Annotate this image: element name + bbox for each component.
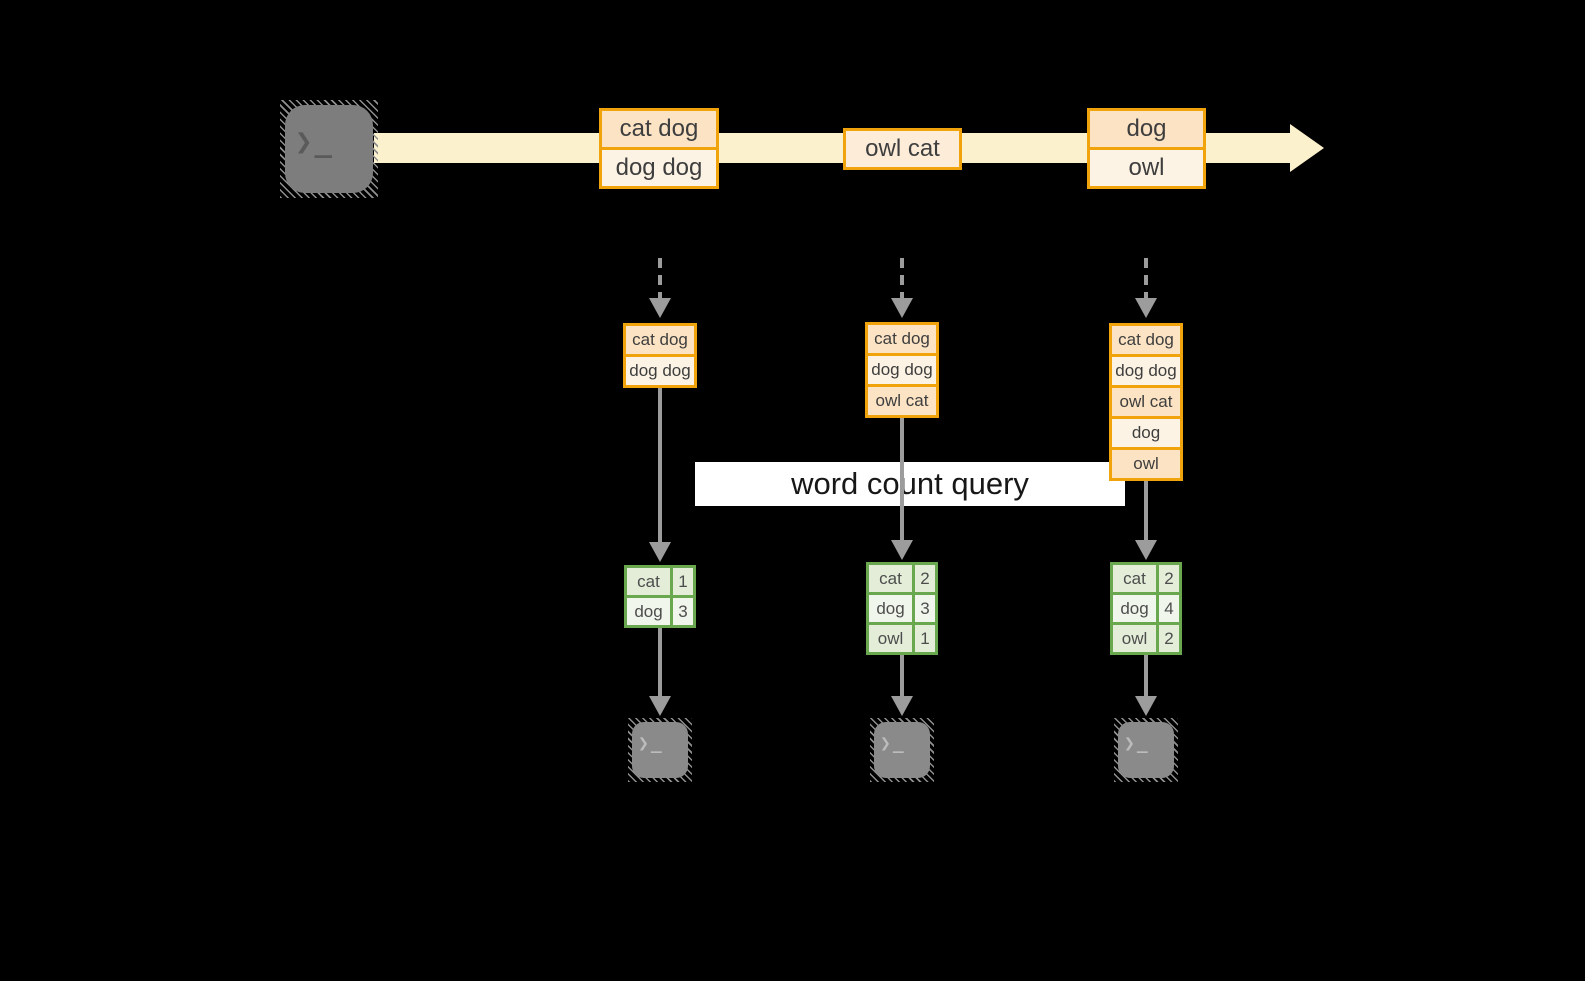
dashed-arrow <box>658 258 662 300</box>
terminal-prompt-icon: ❯_ <box>1124 733 1150 754</box>
count-cell: 2 <box>912 565 935 592</box>
count-cell: 3 <box>670 598 693 625</box>
source-terminal-icon: ❯_ <box>280 100 378 198</box>
count-cell: 1 <box>670 568 693 595</box>
stream-batch-1: cat dog dog dog <box>599 108 719 189</box>
dashed-arrow <box>900 258 904 300</box>
record: cat dog <box>868 325 936 353</box>
sink-terminal-icon: ❯_ <box>870 718 934 782</box>
input-stack-3: cat dog dog dog owl cat dog owl <box>1109 323 1183 481</box>
arrowhead-icon <box>891 540 913 560</box>
table-row: owl 2 <box>1113 622 1179 652</box>
word-cell: cat <box>627 568 670 595</box>
table-row: cat 2 <box>1113 565 1179 592</box>
arrow <box>900 418 904 540</box>
word-cell: cat <box>869 565 912 592</box>
count-cell: 2 <box>1156 625 1179 652</box>
word-cell: cat <box>1113 565 1156 592</box>
record: cat dog <box>626 326 694 354</box>
sink-terminal-icon: ❯_ <box>628 718 692 782</box>
arrowhead-icon <box>1135 696 1157 716</box>
terminal-prompt-icon: ❯_ <box>295 124 334 158</box>
query-label: word count query <box>695 462 1125 506</box>
table-row: dog 3 <box>627 595 693 625</box>
record: cat dog <box>1112 326 1180 354</box>
count-cell: 3 <box>912 595 935 622</box>
table-row: dog 3 <box>869 592 935 622</box>
word-cell: owl <box>869 625 912 652</box>
table-row: dog 4 <box>1113 592 1179 622</box>
arrow <box>1144 481 1148 540</box>
dashed-arrowhead-icon <box>891 298 913 318</box>
stream-batch-2: owl cat <box>843 128 962 170</box>
count-cell: 1 <box>912 625 935 652</box>
dashed-arrow <box>1144 258 1148 300</box>
word-cell: dog <box>869 595 912 622</box>
record: owl cat <box>846 131 959 167</box>
record: dog dog <box>602 147 716 186</box>
input-stack-1: cat dog dog dog <box>623 323 697 388</box>
dashed-arrowhead-icon <box>1135 298 1157 318</box>
stream-batch-3: dog owl <box>1087 108 1206 189</box>
word-count-table-2: cat 2 dog 3 owl 1 <box>866 562 938 655</box>
record: dog dog <box>868 353 936 384</box>
count-cell: 4 <box>1156 595 1179 622</box>
arrowhead-icon <box>649 696 671 716</box>
word-cell: dog <box>1113 595 1156 622</box>
dashed-arrowhead-icon <box>649 298 671 318</box>
arrow <box>1144 655 1148 696</box>
arrowhead-icon <box>891 696 913 716</box>
terminal-prompt-icon: ❯_ <box>880 733 906 754</box>
table-row: cat 2 <box>869 565 935 592</box>
arrowhead-icon <box>649 542 671 562</box>
stream-arrowhead-icon <box>1290 124 1324 172</box>
table-row: owl 1 <box>869 622 935 652</box>
terminal-body <box>285 105 373 193</box>
arrow <box>658 628 662 696</box>
terminal-body <box>632 722 688 778</box>
arrowhead-icon <box>1135 540 1157 560</box>
word-cell: owl <box>1113 625 1156 652</box>
terminal-body <box>1118 722 1174 778</box>
arrow <box>900 655 904 696</box>
record: dog <box>1090 111 1203 147</box>
record: owl cat <box>868 384 936 415</box>
table-row: cat 1 <box>627 568 693 595</box>
record: owl cat <box>1112 385 1180 416</box>
sink-terminal-icon: ❯_ <box>1114 718 1178 782</box>
word-count-table-1: cat 1 dog 3 <box>624 565 696 628</box>
arrow <box>658 388 662 542</box>
count-cell: 2 <box>1156 565 1179 592</box>
record: owl <box>1112 447 1180 478</box>
record: dog dog <box>626 354 694 385</box>
word-count-table-3: cat 2 dog 4 owl 2 <box>1110 562 1182 655</box>
word-cell: dog <box>627 598 670 625</box>
record: dog dog <box>1112 354 1180 385</box>
record: cat dog <box>602 111 716 147</box>
terminal-body <box>874 722 930 778</box>
terminal-prompt-icon: ❯_ <box>638 733 664 754</box>
input-stack-2: cat dog dog dog owl cat <box>865 322 939 418</box>
record: owl <box>1090 147 1203 186</box>
record: dog <box>1112 416 1180 447</box>
